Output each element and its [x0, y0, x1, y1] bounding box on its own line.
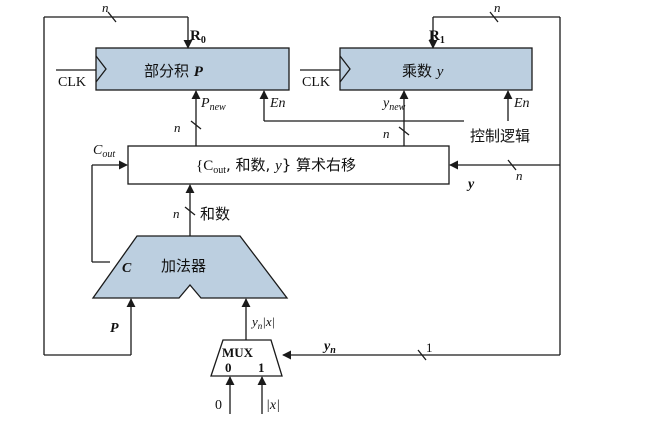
mux-input-1-label: 1 [258, 360, 265, 375]
shift-unit [127, 145, 450, 185]
sum-label: 和数 [200, 205, 230, 223]
shift-unit-label: {Cout, 和数, y} 算术右移 [196, 156, 356, 176]
r1-label: 乘数 y [402, 62, 444, 80]
sum-bus-slash [184, 206, 196, 216]
r1-enable-label: En [513, 96, 530, 111]
r1-loop-bus-width: n [494, 0, 501, 15]
r0-loop-bus-width: n [102, 0, 109, 15]
p-new-bus-slash [190, 120, 202, 130]
y-bus-width: n [516, 168, 523, 183]
sum-bus-width: n [173, 206, 180, 221]
adder-carry-label: C [122, 261, 132, 276]
register-r1 [339, 47, 533, 91]
y-to-shifter-label: y [466, 177, 475, 192]
yn-bus-width: 1 [426, 340, 433, 355]
mux-title: MUX [222, 345, 254, 360]
r0-enable-label: En [269, 96, 286, 111]
adder [91, 235, 289, 299]
absx-input-label: |x| [266, 398, 280, 413]
p-new-bus-width: n [174, 120, 181, 135]
r0-name: R0 [190, 28, 206, 46]
r0-clock-triangle [95, 55, 107, 83]
mux-input-0-label: 0 [225, 360, 232, 375]
control-logic-label: 控制逻辑 [470, 127, 530, 145]
register-r0 [95, 47, 290, 91]
r1-clk-label: CLK [302, 75, 330, 90]
carry-out-label: Cout [93, 143, 115, 160]
y-new-label: ynew [381, 96, 406, 113]
y-new-bus-width: n [383, 126, 390, 141]
adder-label: 加法器 [161, 257, 206, 275]
r0-clk-label: CLK [58, 75, 86, 90]
r1-clock-triangle [339, 55, 351, 83]
r0-label: 部分积 P [144, 62, 204, 80]
p-to-adder-label: P [110, 321, 119, 336]
zero-input-label: 0 [215, 398, 222, 413]
yn-bus-slash [417, 349, 427, 361]
y-new-bus-slash [398, 126, 410, 136]
mux-output-label: yn|x| [250, 314, 275, 331]
r1-name: R1 [429, 28, 445, 46]
yn-select-label: yn [322, 339, 336, 356]
p-new-label: Pnew [200, 96, 226, 113]
y-bus-slash [507, 159, 517, 171]
r0-loop-bus-slash [107, 11, 117, 23]
r1-loop-bus-slash [489, 11, 499, 23]
mux [210, 339, 283, 377]
